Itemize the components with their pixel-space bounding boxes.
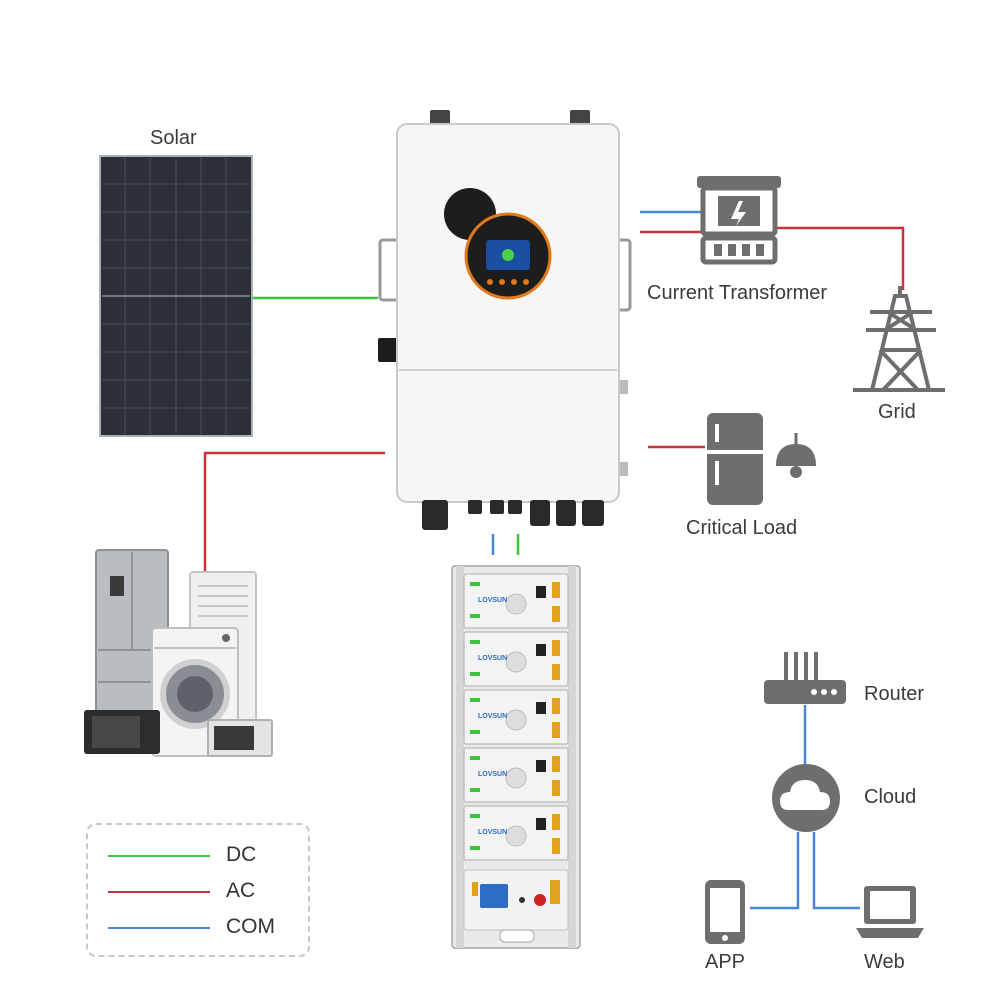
solar-label: Solar <box>150 127 197 149</box>
solar-panel <box>99 155 253 437</box>
com-line-cloud-app <box>750 832 800 910</box>
cloud-label: Cloud <box>864 786 917 808</box>
legend-swatch-com <box>108 927 210 929</box>
com-line-cloud-web <box>812 832 860 910</box>
battery-module: LOVSUN <box>463 631 569 687</box>
battery-brand-logo: LOVSUN <box>478 597 507 604</box>
legend-label-ac: AC <box>226 879 256 902</box>
grid-label: Grid <box>878 401 916 423</box>
app-label: APP <box>705 951 746 973</box>
critical-load-icon <box>707 413 816 505</box>
router-icon <box>764 652 846 704</box>
phone-icon <box>705 880 745 944</box>
laptop-icon <box>856 886 924 938</box>
critical-load-label: Critical Load <box>686 517 798 539</box>
battery-module: LOVSUN <box>463 747 569 803</box>
battery-brand-logo: LOVSUN <box>478 771 507 778</box>
legend-swatch-dc <box>108 855 210 857</box>
inverter <box>378 110 632 530</box>
legend: DC AC COM <box>86 823 310 957</box>
router-label: Router <box>864 683 925 705</box>
battery-modules: LOVSUN LOVSUN LOVSUN LOVSUN LOVSUN <box>463 573 569 861</box>
connection-lines <box>203 210 905 910</box>
cloud-icon <box>772 764 840 832</box>
battery-brand-logo: LOVSUN <box>478 655 507 662</box>
home-appliances <box>84 549 273 757</box>
battery-brand-logo: LOVSUN <box>478 829 507 836</box>
ac-line-grid <box>777 226 905 290</box>
current-transformer-icon <box>697 176 781 265</box>
web-label: Web <box>864 951 905 973</box>
battery-module: LOVSUN <box>463 573 569 629</box>
battery-control-unit <box>463 869 569 943</box>
legend-swatch-ac <box>108 891 210 893</box>
legend-label-dc: DC <box>226 843 257 866</box>
legend-label-com: COM <box>226 915 275 938</box>
battery-module: LOVSUN <box>463 805 569 861</box>
ac-line-appliances <box>203 451 385 572</box>
battery-brand-logo: LOVSUN <box>478 713 507 720</box>
current-transformer-label: Current Transformer <box>647 282 828 304</box>
battery-module: LOVSUN <box>463 689 569 745</box>
grid-tower-icon <box>853 286 945 392</box>
